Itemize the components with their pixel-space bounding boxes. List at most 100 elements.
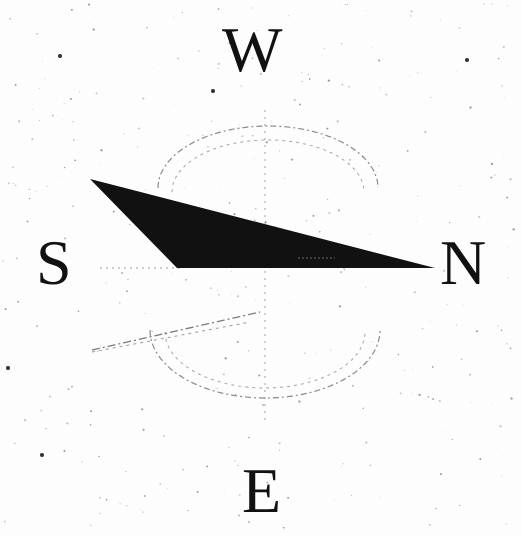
speckle-dot [58,54,62,58]
speckle-dot [271,121,272,122]
speckle-dot [502,456,503,457]
speckle-dot [129,224,130,225]
speckle-dot [255,208,256,209]
speckle-dot [229,202,231,204]
speckle-dot [254,158,255,159]
speckle-dot [398,354,400,356]
speckle-dot [418,394,420,396]
speckle-dot [66,422,68,424]
speckle-dot [324,48,325,49]
speckle-dot [52,114,54,116]
speckle-dot [340,7,341,8]
speckle-dot [416,221,417,222]
speckle-dot [2,260,3,261]
speckle-dot [476,330,478,332]
speckle-dot [99,513,100,514]
speckle-dot [460,185,461,186]
speckle-dot [49,396,51,398]
speckle-dot [71,9,73,11]
speckle-dot [331,350,332,351]
speckle-dot [327,199,328,200]
speckle-dot [328,212,330,214]
speckle-dot [301,72,302,73]
speckle-dot [369,360,370,361]
speckle-dot [15,84,17,86]
speckle-dot [341,43,343,45]
speckle-dot [78,310,80,312]
speckle-dot [283,527,285,529]
speckle-dot [218,294,220,296]
speckle-dot [16,257,18,259]
speckle-dot [306,220,307,221]
speckle-dot [251,8,252,9]
speckle-dot [469,374,471,376]
speckle-dot [309,78,311,80]
speckle-dot [241,85,242,86]
speckle-dot [113,211,115,213]
speckle-dot [234,460,235,461]
speckle-dot [504,97,505,98]
speckle-dot [237,464,239,466]
speckle-dot [231,271,232,272]
speckle-dot [13,183,14,184]
speckle-dot [255,300,256,301]
speckle-dot [424,131,426,133]
speckle-dot [287,497,289,499]
speckle-dot [506,197,508,199]
speckle-dot [64,167,65,168]
speckle-dot [185,279,187,281]
speckle-dot [456,325,457,326]
speckle-dot [207,146,209,148]
speckle-dot [410,15,411,16]
speckle-dot [217,388,218,389]
speckle-dot [140,510,141,511]
speckle-dot [413,370,414,371]
speckle-dot [70,98,72,100]
speckle-dot [167,488,168,489]
cardinal-label-s: S [36,231,72,295]
speckle-dot [452,439,453,440]
speckle-dot [440,473,442,475]
speckle-dot [506,524,507,525]
speckle-dot [64,103,65,104]
cardinal-label-n: N [440,231,486,295]
speckle-dot [61,177,62,178]
speckle-dot [90,22,91,23]
speckle-dot [72,205,74,207]
speckle-dot [6,105,7,106]
speckle-dot [469,427,470,428]
speckle-dot [202,135,203,136]
speckle-dot [180,337,181,338]
speckle-dot [36,33,37,34]
speckle-dot [378,165,379,166]
speckle-dot [71,386,73,388]
speckle-dot [279,450,280,451]
speckle-dot [182,469,184,471]
speckle-dot [45,79,46,80]
speckle-dot [163,435,164,436]
speckle-dot [372,341,373,342]
speckle-dot [471,402,472,403]
speckle-dot [198,50,200,52]
speckle-dot [137,146,138,147]
speckle-dot [338,209,340,211]
speckle-dot [334,500,335,501]
speckle-dot [99,497,101,499]
speckle-dot [339,305,341,307]
speckle-dot [362,435,363,436]
speckle-dot [508,247,509,248]
speckle-dot [187,510,188,511]
speckle-dot [304,353,305,354]
speckle-dot [142,511,143,512]
speckle-dot [159,483,161,485]
speckle-dot [465,58,469,62]
speckle-dot [491,163,493,165]
speckle-dot [363,408,364,409]
speckle-dot [499,425,501,427]
speckle-dot [322,78,323,79]
speckle-dot [245,286,247,288]
speckle-dot [410,75,411,76]
speckle-dot [432,398,434,400]
speckle-dot [14,443,15,444]
speckle-dot [100,346,101,347]
